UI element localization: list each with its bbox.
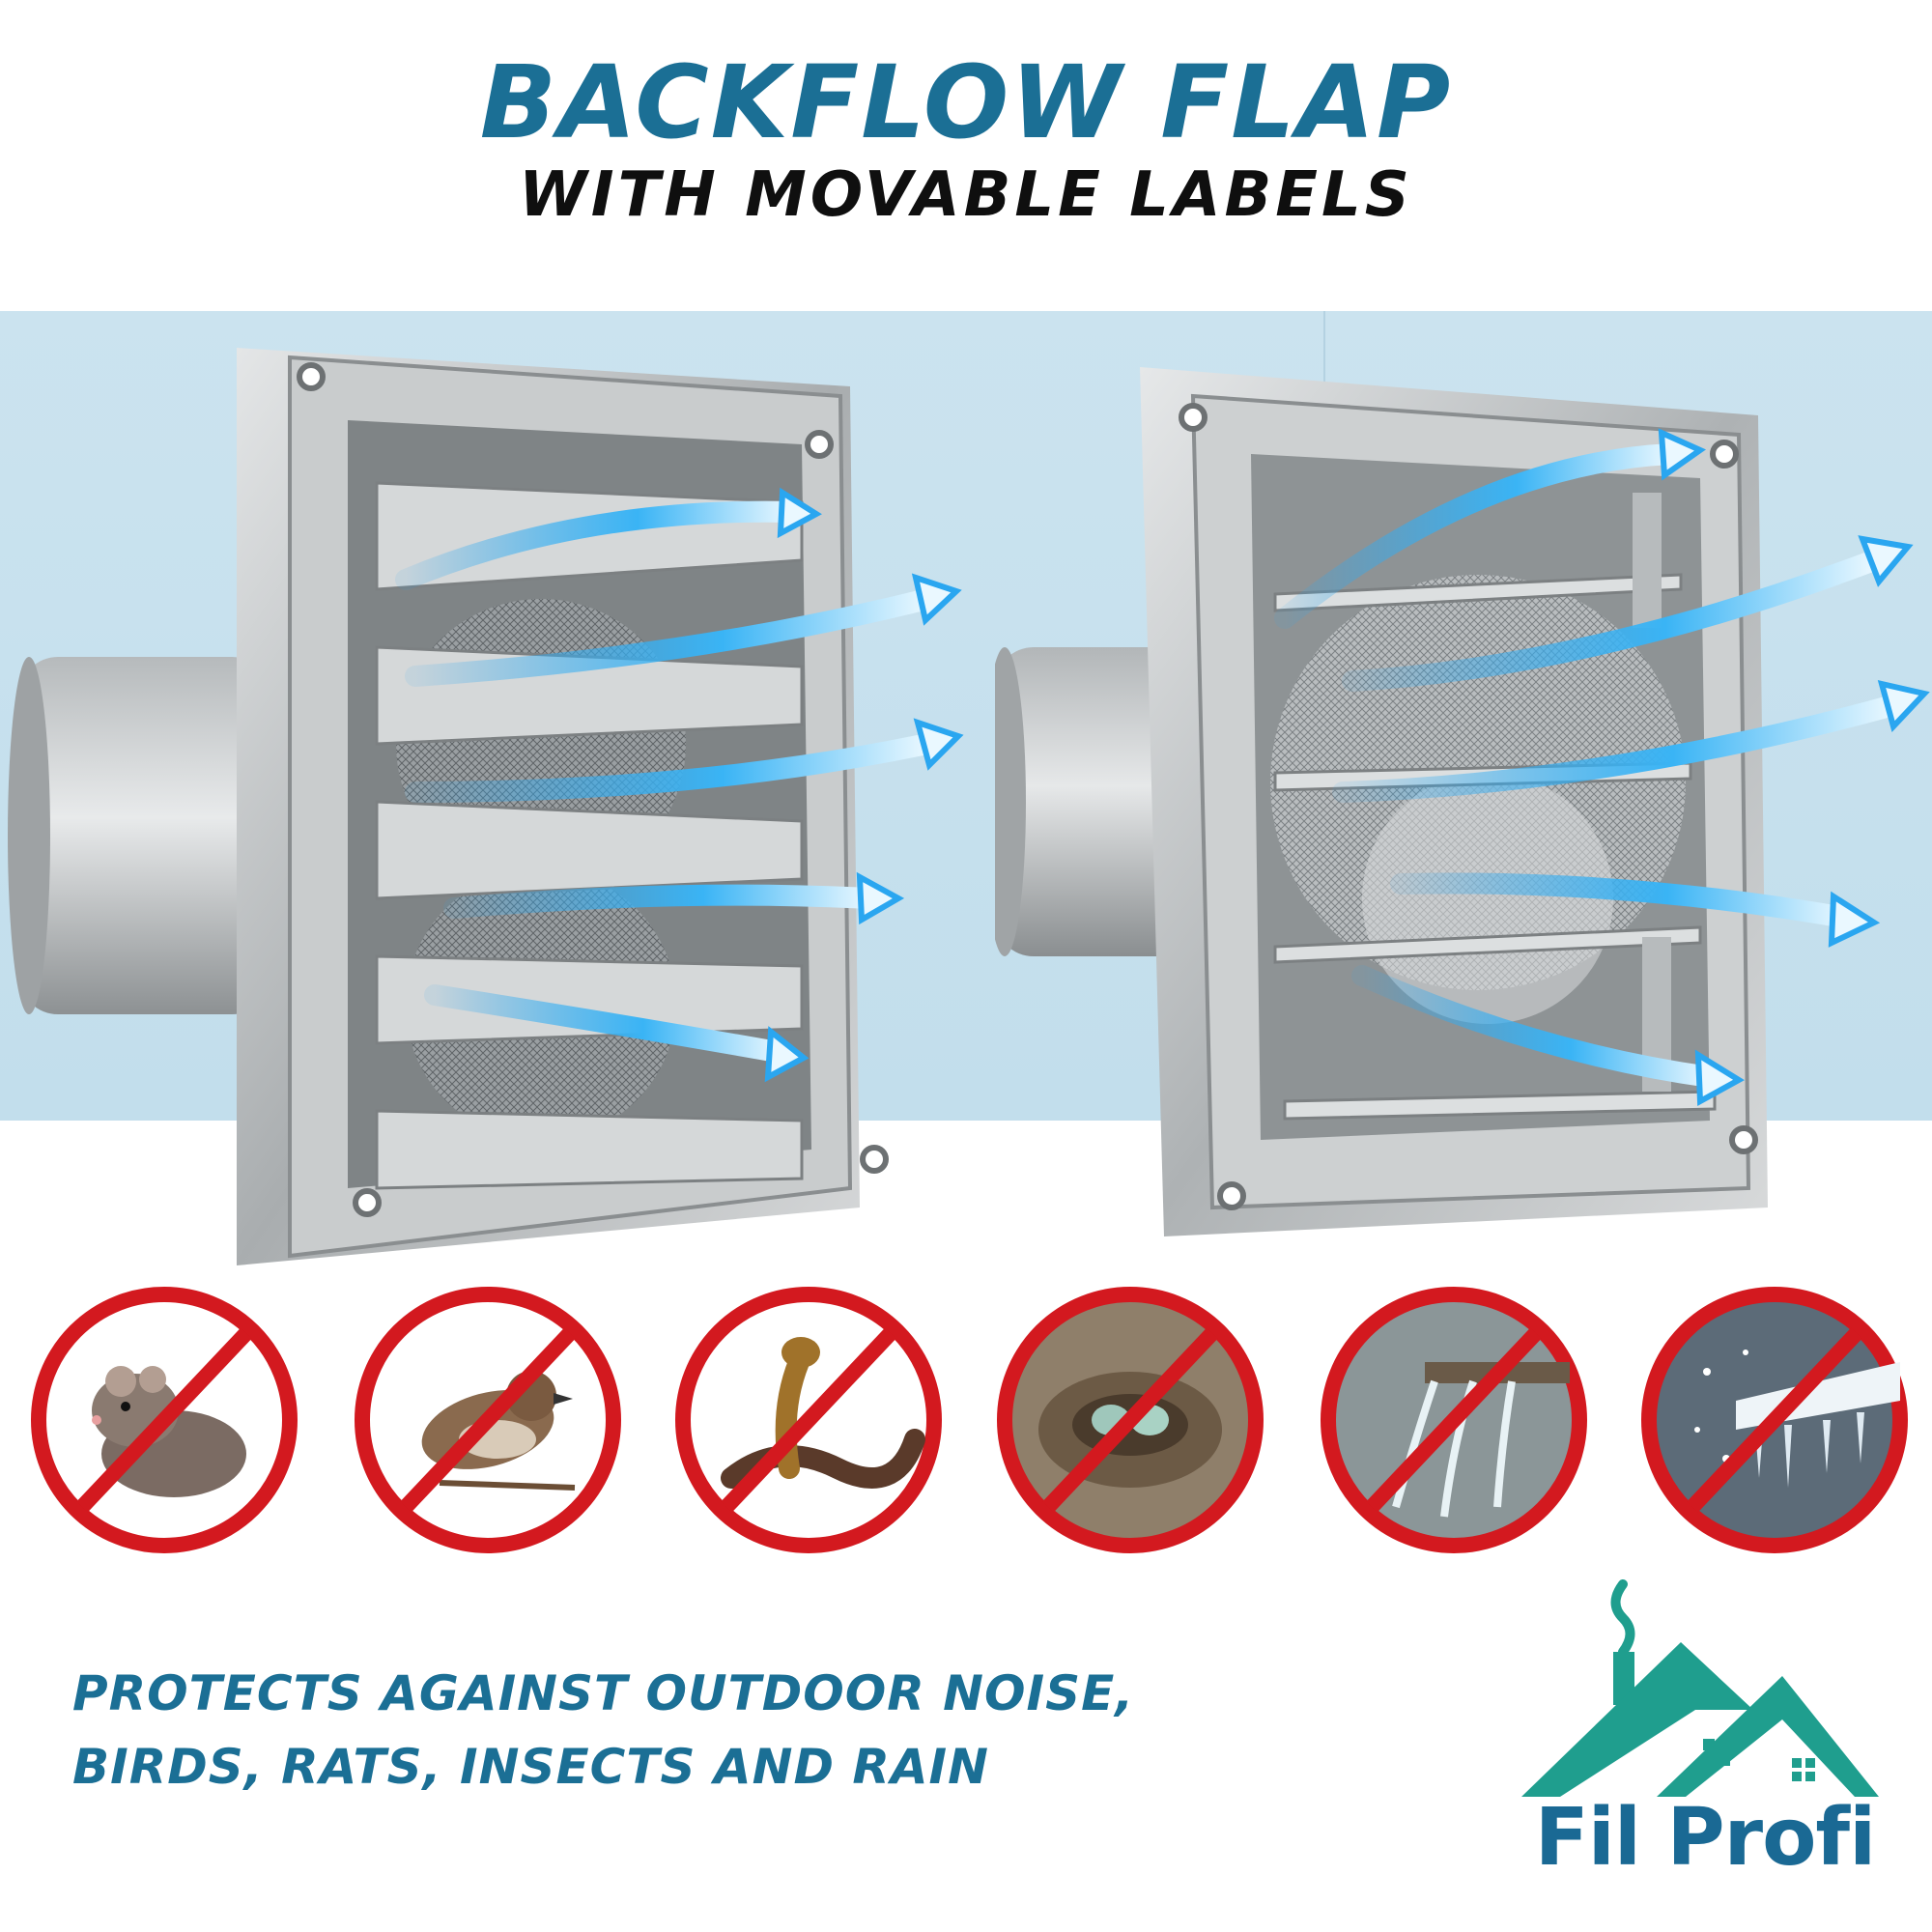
page-title: BACKFLOW FLAP [479, 43, 1453, 161]
rat-icon [29, 1285, 299, 1555]
brand-logo-icon [1502, 1575, 1908, 1884]
prohibited-icons-row [0, 1285, 1932, 1575]
brand-name: Fil Profi [1534, 1792, 1876, 1884]
page-subtitle: WITH MOVABLE LABELS [519, 159, 1413, 231]
bird-icon [353, 1285, 623, 1555]
rain-icon [1319, 1285, 1589, 1555]
vent-louvered-closed [0, 338, 976, 1265]
snow-icon [1639, 1285, 1910, 1555]
vent-louvered-open [983, 357, 1932, 1265]
tagline-line-1: PROTECTS AGAINST OUTDOOR NOISE, [72, 1665, 1135, 1721]
protection-tagline: PROTECTS AGAINST OUTDOOR NOISE, BIRDS, R… [72, 1657, 1328, 1804]
snake-icon [673, 1285, 944, 1555]
tagline-line-2: BIRDS, RATS, INSECTS AND RAIN [72, 1739, 989, 1795]
nest-icon [995, 1285, 1265, 1555]
